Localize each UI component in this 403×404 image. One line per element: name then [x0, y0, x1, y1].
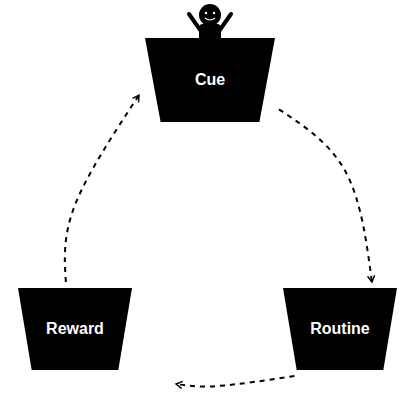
node-label: Routine: [310, 320, 370, 338]
node-label: Cue: [195, 71, 225, 89]
dashed-arrow: [176, 376, 294, 386]
dashed-arrow: [65, 95, 139, 282]
bucket-node: Routine: [283, 288, 397, 370]
dashed-arrow: [279, 109, 372, 282]
bucket-node: Cue: [145, 38, 275, 122]
bucket-node: Reward: [18, 288, 132, 370]
node-label: Reward: [46, 320, 104, 338]
